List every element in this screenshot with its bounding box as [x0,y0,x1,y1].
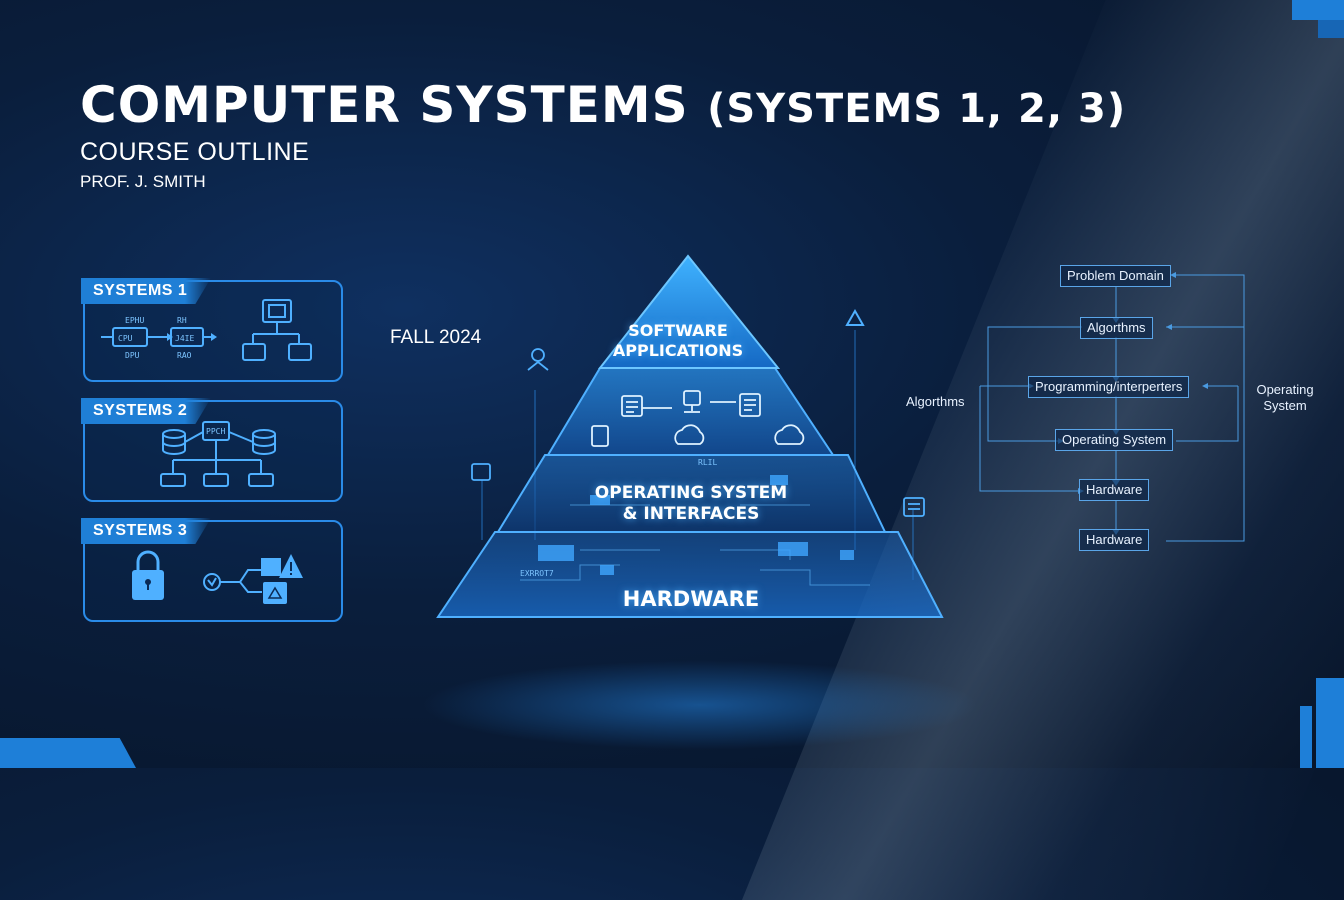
flow-box-programming: Programming/interperters [1028,376,1190,398]
chip-label: DPU [125,351,140,360]
pyramid-label-hardware: HARDWARE [622,587,760,611]
chip-label: EPHU [125,316,144,325]
systems-1-label: SYSTEMS 1 [81,278,211,304]
circuit-label: EXRROT7 [520,569,554,578]
pyramid-label-software-line1: SOFTWARE [628,321,728,340]
circuit-label: RLIL [698,458,717,467]
device-icon [242,343,266,361]
server-icon [160,473,186,487]
systems-3-card[interactable]: SYSTEMS 3 [81,518,343,622]
flow-label-algorithms: Algorthms [906,394,965,409]
document-icon [591,425,609,447]
server-icon [203,473,229,487]
check-icon [203,573,221,591]
title-main: COMPUTER SYSTEMS [80,76,689,134]
flow-connectors [979,272,1245,542]
chip-label: CPU [118,334,133,343]
database-icon [162,429,186,455]
pyramid-label-os-line2: & INTERFACES [622,504,760,524]
lock-icon [132,550,164,600]
chip-label: RH [177,316,187,325]
monitor-icon [471,463,491,481]
flow-label-operating-system: Operating System [1250,382,1320,414]
flow-box-hardware-2: Hardware [1079,529,1150,551]
chip-label: RAO [177,351,192,360]
cloud-icon [674,424,705,445]
flow-label-os-line2: System [1263,398,1307,413]
chip-icon [840,550,854,560]
systems-2-diagram: PPCH [160,421,276,487]
processor-icon [262,299,292,323]
chip-label: J4IE [175,334,194,343]
pyramid-label-os: OPERATING SYSTEM & INTERFACES [560,483,822,525]
pyramid-diagram: EXRROT7 RLIL [436,254,944,618]
pyramid-label-software: SOFTWARE APPLICATIONS [588,321,768,361]
systems-1-diagram: EPHU CPU DPU RH J4IE RAO [101,299,312,361]
flow-box-algorithms: Algorthms [1080,317,1153,339]
systems-3-label: SYSTEMS 3 [81,518,211,544]
flow-box-problem-domain: Problem Domain [1060,265,1171,287]
chip-icon [590,495,610,505]
pyramid-label-os-line1: OPERATING SYSTEM [594,483,788,503]
chip-icon [600,565,614,575]
corner-accent-top-right [1292,0,1344,20]
corner-accent-top-right-2 [1318,20,1344,38]
chip-icon [538,545,574,561]
server-icon [248,473,274,487]
recycle-icon [263,582,287,604]
term-label: FALL 2024 [390,327,482,348]
subtitle: COURSE OUTLINE [80,138,310,166]
pyramid-label-software-line2: APPLICATIONS [612,341,744,360]
pyramid-level-software [597,254,781,369]
robot-icon [531,348,545,362]
chip-icon [770,475,788,485]
floor-glow [420,660,980,750]
triangle-marker-icon [845,308,865,326]
chat-icon [261,558,281,576]
systems-2-card[interactable]: SYSTEMS 2 PPCH [81,398,343,502]
device-icon [288,343,312,361]
document-icon [903,497,925,517]
flow-box-operating-system: Operating System [1055,429,1174,451]
corner-accent-bottom-right [1316,678,1344,768]
database-icon [252,429,276,455]
document-icon [739,393,761,417]
page-title: COMPUTER SYSTEMS (SYSTEMS 1, 2, 3) [80,76,1126,134]
title-systems: (SYSTEMS 1, 2, 3) [707,86,1127,132]
document-icon [621,395,643,417]
corner-accent-bottom-right-2 [1300,706,1312,768]
cloud-icon [774,424,805,445]
flow-box-hardware-1: Hardware [1079,479,1150,501]
systems-3-diagram [132,550,303,604]
flow-label-os-line1: Operating [1256,382,1314,397]
professor-name: PROF. J. SMITH [80,172,206,191]
systems-2-label: SYSTEMS 2 [81,398,211,424]
chip-icon [778,542,808,556]
corner-accent-bottom-left [0,738,136,768]
systems-1-card[interactable]: SYSTEMS 1 EPHU CPU DPU RH J4IE RAO [81,278,343,382]
server-label: PPCH [206,427,225,436]
